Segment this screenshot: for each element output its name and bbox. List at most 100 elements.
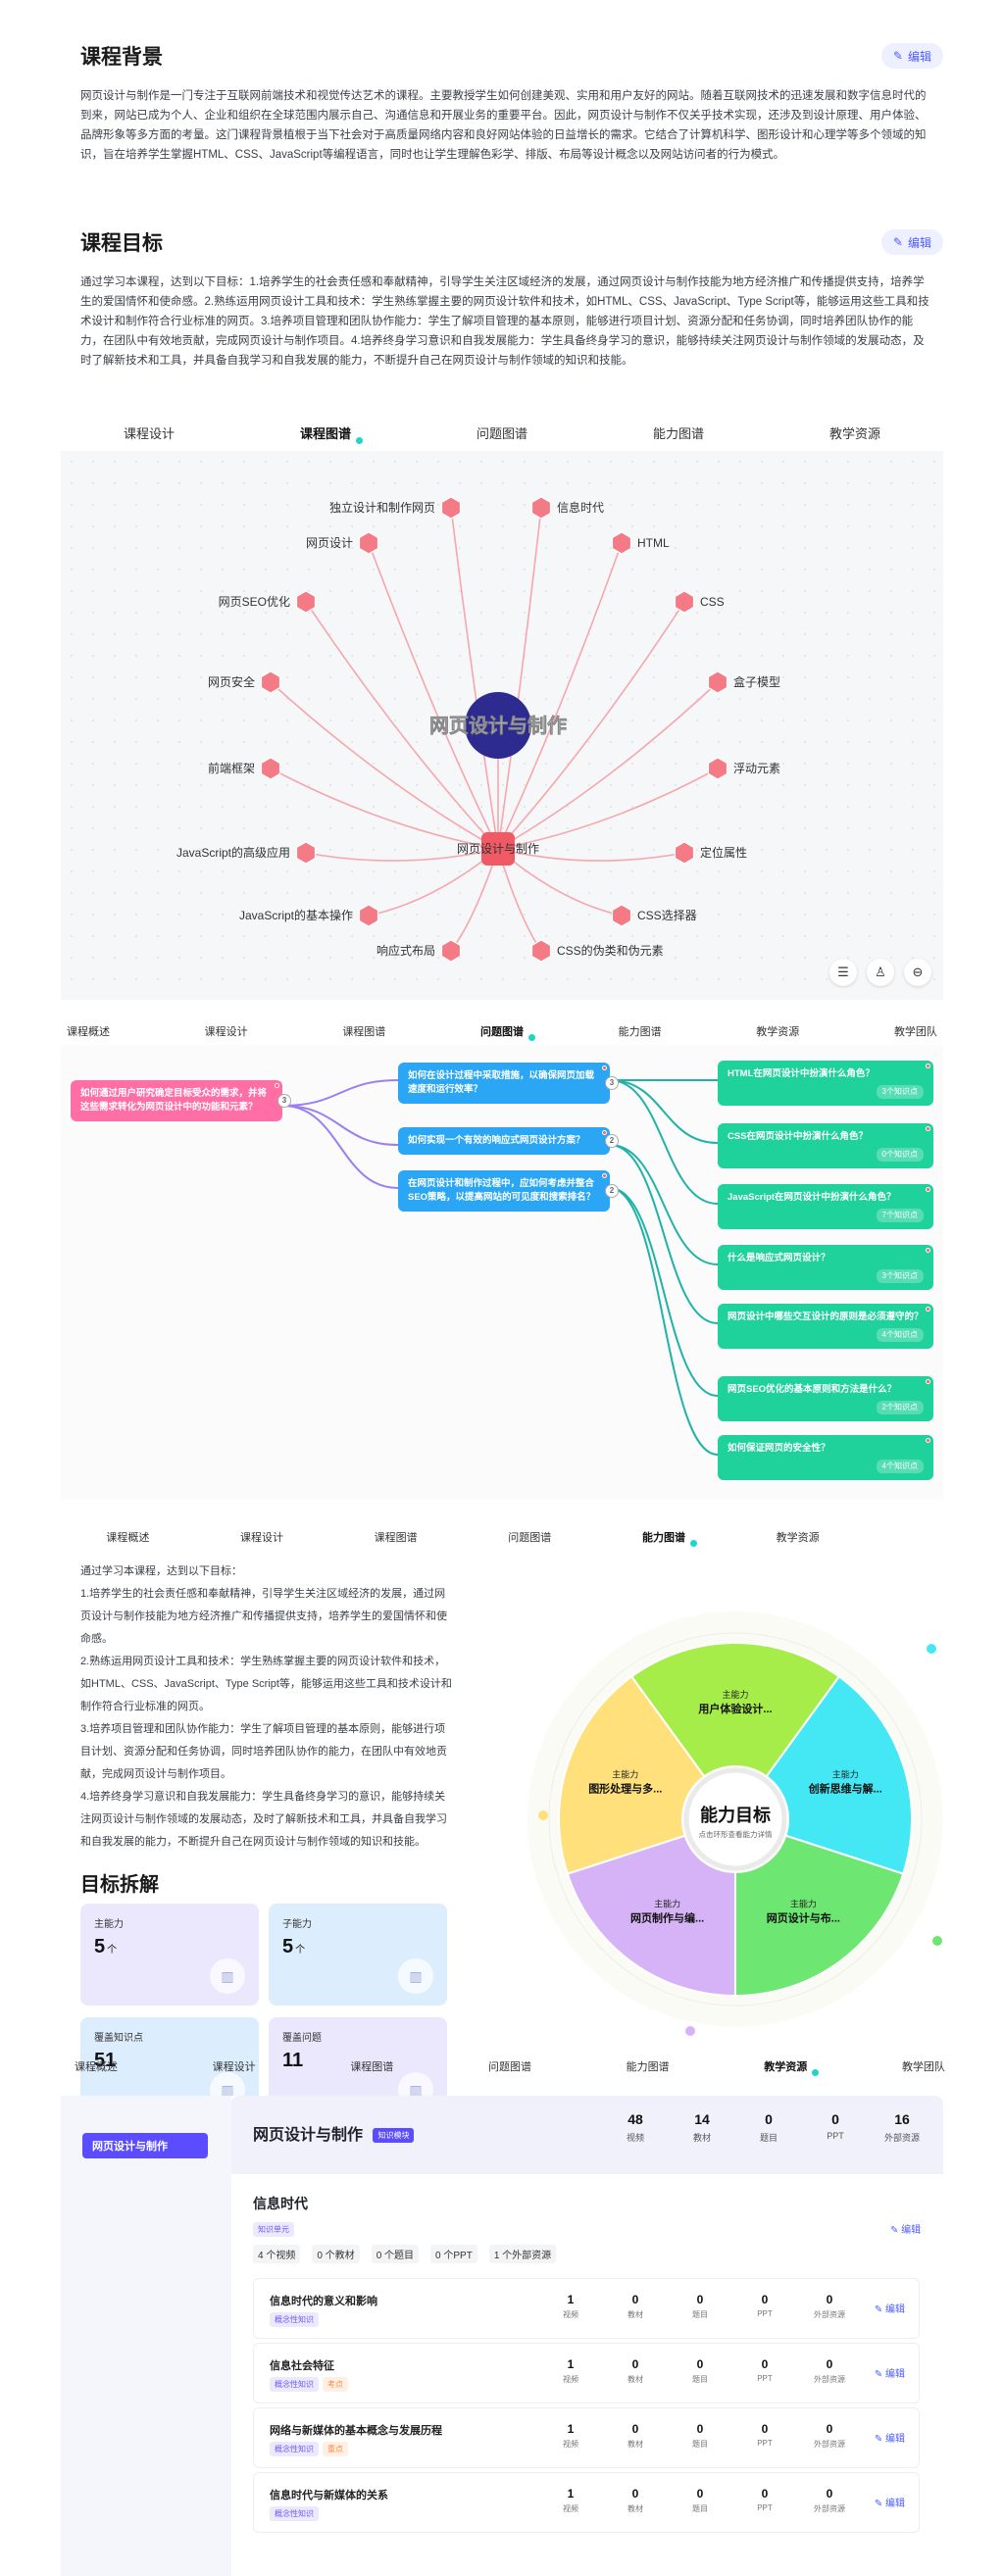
graph-node[interactable] bbox=[707, 757, 728, 780]
tab-4[interactable]: 问题图谱 bbox=[508, 1532, 552, 1544]
segment-tag: 主能力 bbox=[790, 1898, 817, 1908]
graph-node-label: 网页SEO优化 bbox=[219, 595, 290, 609]
graph-node[interactable] bbox=[674, 590, 695, 614]
graph-node[interactable] bbox=[611, 531, 632, 555]
problem-node-leaf[interactable]: HTML在网页设计中扮演什么角色？3个知识点 bbox=[718, 1061, 933, 1106]
user-icon[interactable]: ♙ bbox=[867, 959, 894, 986]
row-stat-label: 外部资源 bbox=[814, 2440, 845, 2449]
tab-2[interactable]: 课程设计 bbox=[239, 1532, 283, 1544]
minus-circle-icon[interactable]: ⊖ bbox=[904, 959, 931, 986]
ability-goal-item: 4.培养终身学习意识和自我发展能力：学生具备终身学习的意识，能够持续关注网页设计… bbox=[80, 1791, 447, 1848]
child-count[interactable]: 3 bbox=[605, 1076, 619, 1090]
filter-icon[interactable]: ☰ bbox=[829, 959, 857, 986]
graph-node[interactable] bbox=[707, 670, 728, 694]
graph-node[interactable] bbox=[530, 496, 552, 520]
tab-2[interactable]: 课程设计 bbox=[212, 2061, 256, 2073]
problem-node-mid[interactable]: 如何在设计过程中采取措施，以确保网页加载速度和运行效率？3 bbox=[398, 1063, 619, 1104]
tab-6[interactable]: 教学资源 bbox=[776, 1532, 820, 1544]
card-value: 11 bbox=[282, 2050, 304, 2071]
problem-node-leaf[interactable]: 网页设计中哪些交互设计的原则是必须遵守的？4个知识点 bbox=[718, 1304, 933, 1349]
ring-segment[interactable] bbox=[765, 1674, 913, 1875]
tab-3[interactable]: 课程图谱 bbox=[374, 1532, 418, 1544]
graph-node[interactable] bbox=[440, 939, 462, 963]
problem-node-leaf[interactable]: CSS在网页设计中扮演什么角色？0个知识点 bbox=[718, 1123, 933, 1168]
graph-node[interactable] bbox=[358, 904, 379, 927]
row-edit-button[interactable]: ✎ 编辑 bbox=[875, 2495, 905, 2509]
tab-4[interactable]: 问题图谱 bbox=[487, 2061, 531, 2073]
graph-center-node[interactable] bbox=[465, 692, 531, 759]
graph-hub-node[interactable] bbox=[481, 832, 515, 866]
ring-segment[interactable] bbox=[629, 1642, 841, 1778]
tab-2[interactable]: 课程设计 bbox=[204, 1026, 248, 1038]
graph-node-label: CSS选择器 bbox=[637, 909, 697, 922]
row-edit-button[interactable]: ✎ 编辑 bbox=[875, 2430, 905, 2445]
graph-node[interactable] bbox=[260, 670, 281, 694]
problem-node-mid[interactable]: 如何实现一个有效的响应式网页设计方案？2 bbox=[398, 1127, 619, 1155]
tab-2[interactable]: 课程图谱 bbox=[294, 420, 364, 446]
tab-4[interactable]: 问题图谱 bbox=[475, 1019, 535, 1043]
problem-node-leaf[interactable]: 如何保证网页的安全性？4个知识点 bbox=[718, 1435, 933, 1480]
tab-4[interactable]: 能力图谱 bbox=[652, 426, 704, 441]
tab-1[interactable]: 课程概述 bbox=[75, 2061, 118, 2073]
tab-5[interactable]: 能力图谱 bbox=[626, 2061, 670, 2073]
tab-3[interactable]: 问题图谱 bbox=[476, 426, 527, 441]
problem-node-mid[interactable]: 在网页设计和制作过程中，应如何考虑并整合SEO策略，以提高网站的可见度和搜索排名… bbox=[398, 1170, 619, 1212]
child-count[interactable]: 2 bbox=[605, 1134, 619, 1148]
tab-5[interactable]: 能力图谱 bbox=[636, 1525, 697, 1549]
knowledge-count: 4个知识点 bbox=[876, 1460, 924, 1473]
problem-node-root[interactable]: 如何通过用户研究确定目标受众的需求，并将这些需求转化为网页设计中的功能和元素？3 bbox=[71, 1080, 291, 1121]
graph-node[interactable] bbox=[611, 904, 632, 927]
tab-3[interactable]: 课程图谱 bbox=[342, 1026, 386, 1038]
tab-5[interactable]: 教学资源 bbox=[828, 426, 880, 441]
graph-node-label: CSS的伪类和伪元素 bbox=[557, 943, 664, 958]
ring-segment[interactable] bbox=[734, 1834, 905, 1998]
graph-node[interactable] bbox=[295, 590, 317, 614]
graph-node[interactable] bbox=[358, 531, 379, 555]
problem-node-leaf[interactable]: JavaScript在网页设计中扮演什么角色？7个知识点 bbox=[718, 1184, 933, 1229]
tab-1[interactable]: 课程设计 bbox=[123, 426, 175, 441]
graph-node[interactable] bbox=[674, 841, 695, 865]
tab-1[interactable]: 课程概述 bbox=[106, 1532, 150, 1544]
tab-6[interactable]: 教学资源 bbox=[758, 2055, 820, 2078]
tab-5[interactable]: 能力图谱 bbox=[618, 1026, 662, 1038]
segment-tag: 主能力 bbox=[832, 1769, 859, 1780]
resource-sidebar-item[interactable]: 网页设计与制作 bbox=[82, 2133, 208, 2158]
child-count[interactable]: 2 bbox=[605, 1184, 619, 1198]
goals-edit-button[interactable]: ✎编辑 bbox=[880, 229, 943, 255]
row-edit-button[interactable]: ✎ 编辑 bbox=[875, 2365, 905, 2380]
pencil-icon: ✎ bbox=[874, 2499, 883, 2509]
chapter-badge: 知识单元 bbox=[253, 2222, 294, 2237]
graph-node[interactable] bbox=[440, 496, 462, 520]
graph-edge bbox=[497, 768, 719, 850]
child-count[interactable]: 3 bbox=[277, 1094, 291, 1108]
graph-edge bbox=[497, 601, 685, 850]
tab-6[interactable]: 教学资源 bbox=[756, 1026, 800, 1038]
tab-3[interactable]: 课程图谱 bbox=[350, 2061, 394, 2073]
ring-segment[interactable] bbox=[566, 1834, 736, 1998]
problem-node-leaf[interactable]: 网页SEO优化的基本原则和方法是什么？2个知识点 bbox=[718, 1376, 933, 1421]
tab-7[interactable]: 教学团队 bbox=[901, 2061, 945, 2073]
tab-1[interactable]: 课程概述 bbox=[67, 1026, 110, 1038]
knowledge-count: 3个知识点 bbox=[876, 1269, 924, 1283]
graph-node[interactable] bbox=[530, 939, 552, 963]
row-stat-label: 教材 bbox=[628, 2310, 643, 2319]
ring-segment[interactable] bbox=[558, 1674, 706, 1875]
ability-ring-chart[interactable]: 主能力用户体验设计...主能力创新思维与解...主能力网页设计与布...主能力网… bbox=[520, 1588, 951, 2049]
row-edit-button[interactable]: ✎ 编辑 bbox=[875, 2301, 905, 2315]
graph-node[interactable] bbox=[295, 841, 317, 865]
background-edit-button[interactable]: ✎编辑 bbox=[880, 43, 943, 69]
problem-node-leaf[interactable]: 什么是响应式网页设计？3个知识点 bbox=[718, 1245, 933, 1290]
decor-dot bbox=[932, 1936, 942, 1946]
chapter-edit-button[interactable]: ✎ 编辑 bbox=[890, 2225, 922, 2236]
tab-7[interactable]: 教学团队 bbox=[893, 1026, 937, 1038]
graph-node[interactable] bbox=[260, 757, 281, 780]
